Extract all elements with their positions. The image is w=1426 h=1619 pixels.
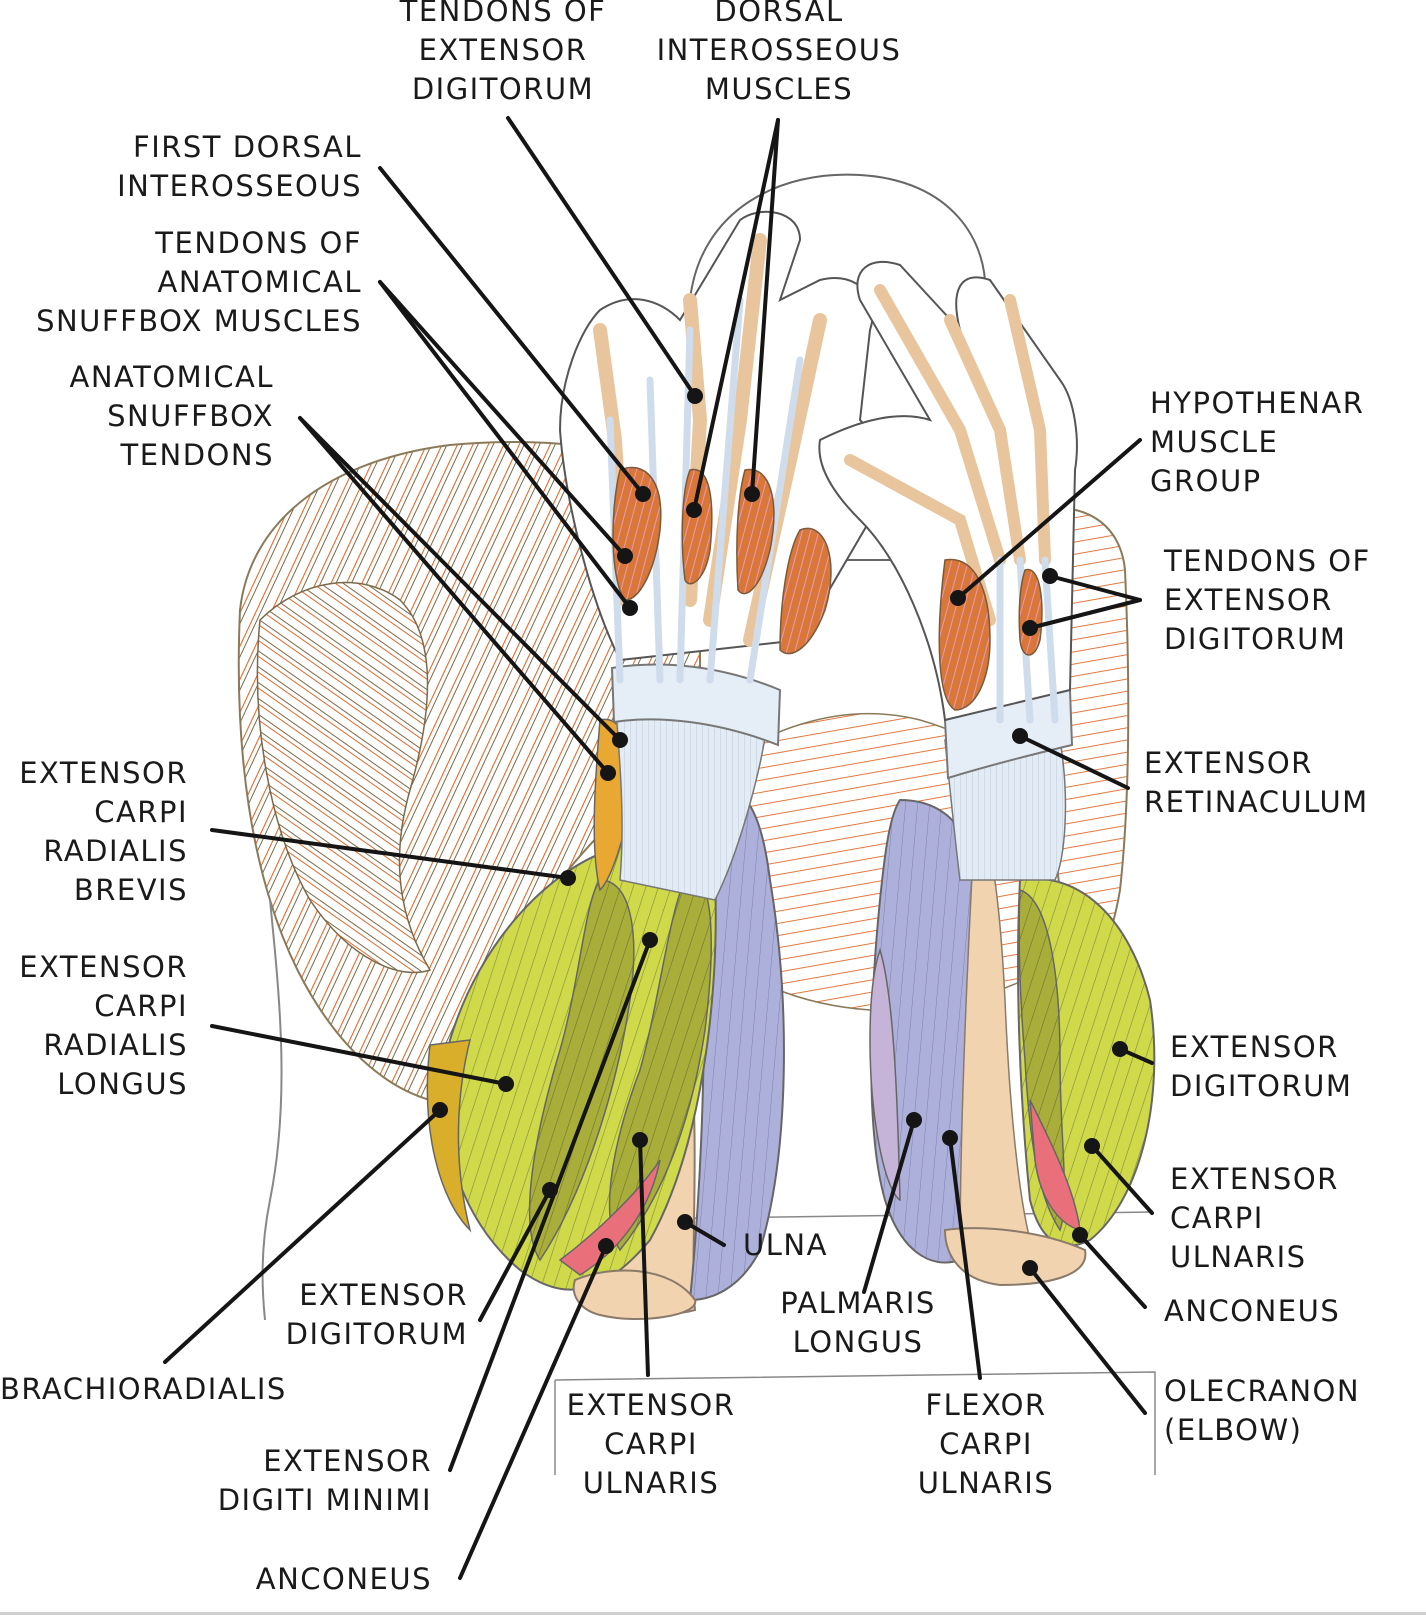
leader-dorsal-interosseous-2-dot — [744, 486, 760, 502]
label-anconeus-right: ANCONEUS — [1164, 1294, 1341, 1328]
leader-snuffbox-muscles-2-dot — [622, 600, 638, 616]
leader-lines — [163, 116, 1154, 1580]
tendons-forearm-left — [614, 699, 771, 901]
dorsal-interosseous-left-3 — [736, 468, 775, 595]
leader-olecranon-dot — [1022, 1260, 1038, 1276]
leader-ecr-brevis — [210, 828, 570, 880]
label-anconeus-left: ANCONEUS — [255, 1562, 432, 1596]
label-extensor-digitorum-right: EXTENSOR DIGITORUM — [1170, 1030, 1353, 1103]
leader-dots — [432, 388, 1128, 1276]
leader-tendons-extensor-right-1-dot — [1042, 568, 1058, 584]
dorsal-interosseous-left-2 — [681, 468, 713, 585]
leader-first-dorsal-interosseous-dot — [635, 486, 651, 502]
label-tendons-extensor-digitorum-top: TENDONS OF EXTENSOR DIGITORUM — [399, 0, 607, 106]
leader-extensor-digiti-minimi — [448, 938, 652, 1472]
label-dorsal-interosseous-muscles: DORSAL INTEROSSEOUS MUSCLES — [656, 0, 902, 106]
label-extensor-retinaculum: EXTENSOR RETINACULUM — [1144, 746, 1369, 819]
retinaculum-left — [610, 663, 782, 747]
palmaris-longus-right — [869, 947, 901, 1202]
leader-tendons-extensor-digitorum-top-dot — [687, 388, 703, 404]
leader-extensor-retinaculum-dot — [1012, 728, 1028, 744]
label-hypothenar-muscle-group: HYPOTHENAR MUSCLE GROUP — [1150, 386, 1365, 498]
label-extensor-carpi-radialis-brevis: EXTENSOR CARPI RADIALIS BREVIS — [19, 756, 188, 907]
leader-snuffbox-muscles-1 — [378, 280, 627, 558]
leader-snuffbox-tendons-2 — [298, 416, 610, 775]
leader-snuffbox-muscles-2 — [378, 280, 632, 610]
ecu-left-dark — [608, 869, 712, 1252]
hand-right-bones — [844, 284, 1051, 626]
first-dorsal-interosseous-left — [612, 466, 662, 601]
label-palmaris-longus: PALMARIS LONGUS — [780, 1286, 936, 1359]
olecranon-left — [572, 1269, 697, 1321]
label-snuffbox-tendons: ANATOMICAL SNUFFBOX TENDONS — [69, 360, 274, 472]
dorsal-interosseous-right — [1018, 568, 1043, 656]
leader-dorsal-interosseous-2 — [750, 118, 780, 496]
leader-extensor-digitorum-left — [478, 1188, 552, 1322]
arm-contour-left — [261, 899, 283, 1321]
leader-first-dorsal-interosseous — [378, 166, 645, 496]
leader-olecranon — [1028, 1266, 1147, 1415]
leader-hypothenar — [956, 438, 1142, 600]
leader-snuffbox-tendons-1 — [298, 416, 622, 742]
leader-hypothenar-dot — [950, 590, 966, 606]
leader-ulna-dot — [677, 1214, 693, 1230]
leader-ecu-right-dot — [1084, 1138, 1100, 1154]
leader-ecu-left-dot — [632, 1132, 648, 1148]
leader-tendons-extensor-right-1 — [1048, 574, 1142, 602]
leader-snuffbox-tendons-2-dot — [600, 765, 616, 781]
label-extensor-carpi-radialis-longus: EXTENSOR CARPI RADIALIS LONGUS — [19, 950, 188, 1101]
label-extensor-carpi-ulnaris-right: EXTENSOR CARPI ULNARIS — [1170, 1162, 1339, 1274]
triceps-left — [256, 581, 432, 974]
leader-ecr-longus — [210, 1024, 508, 1086]
label-ulna: ULNA — [743, 1228, 828, 1262]
leader-tendons-extensor-right-2-dot — [1022, 620, 1038, 636]
label-tendons-snuffbox-muscles: TENDONS OF ANATOMICAL SNUFFBOX MUSCLES — [36, 226, 362, 338]
leader-tendons-extensor-right-2 — [1028, 598, 1142, 630]
leader-palmaris-longus — [862, 1118, 916, 1294]
leader-snuffbox-muscles-1-dot — [617, 548, 633, 564]
label-flexor-carpi-ulnaris: FLEXOR CARPI ULNARIS — [917, 1388, 1055, 1500]
label-olecranon: OLECRANON (ELBOW) — [1164, 1374, 1361, 1447]
dorsal-interosseous-left-4 — [779, 527, 832, 655]
leader-fcu-dot — [942, 1130, 958, 1146]
leader-palmaris-longus-dot — [906, 1112, 922, 1128]
leader-anconeus-right-dot — [1072, 1227, 1088, 1243]
hand-right-outline — [818, 260, 1078, 722]
anconeus-left — [558, 1159, 661, 1276]
ulna-right — [959, 819, 1031, 1261]
leader-dorsal-interosseous-1-dot — [686, 502, 702, 518]
leader-ecu-right — [1090, 1144, 1154, 1215]
head-outline — [688, 173, 987, 561]
leader-brachioradialis — [163, 1108, 442, 1364]
extensor-digitorum-left-dark — [528, 879, 635, 1262]
leader-anconeus-left — [458, 1244, 608, 1580]
leader-snuffbox-tendons-1-dot — [612, 732, 628, 748]
ecu-right-dark — [1018, 888, 1066, 1232]
label-extensor-carpi-ulnaris-left: EXTENSOR CARPI ULNARIS — [566, 1388, 736, 1500]
tendons-forearm-right — [944, 739, 1067, 881]
label-extensor-digiti-minimi: EXTENSOR DIGITI MINIMI — [217, 1444, 432, 1517]
leader-ecr-brevis-dot — [560, 870, 576, 886]
hand-left-bones — [593, 233, 827, 647]
label-tendons-extensor-digitorum-right: TENDONS OF EXTENSOR DIGITORUM — [1164, 544, 1371, 656]
bottom-border — [0, 1612, 1426, 1615]
label-first-dorsal-interosseous: FIRST DORSAL INTEROSSEOUS — [117, 130, 362, 203]
leader-extensor-retinaculum — [1018, 734, 1130, 790]
leader-dorsal-interosseous-1 — [692, 118, 780, 512]
leader-anconeus-right — [1078, 1233, 1147, 1309]
leader-extensor-digitorum-left-dot — [542, 1182, 558, 1198]
leader-brachioradialis-dot — [432, 1102, 448, 1118]
label-brachioradialis: BRACHIORADIALIS — [0, 1372, 287, 1406]
leader-ecu-left — [638, 1138, 650, 1377]
leader-tendons-extensor-digitorum-top — [506, 116, 697, 398]
leader-extensor-digiti-minimi-dot — [642, 932, 658, 948]
leader-fcu — [948, 1136, 982, 1380]
olecranon-right — [943, 1227, 1087, 1287]
leader-ecr-longus-dot — [498, 1076, 514, 1092]
label-extensor-digitorum-left: EXTENSOR DIGITORUM — [285, 1278, 468, 1351]
leader-extensor-digitorum-right-dot — [1112, 1041, 1128, 1057]
leader-anconeus-left-dot — [598, 1238, 614, 1254]
